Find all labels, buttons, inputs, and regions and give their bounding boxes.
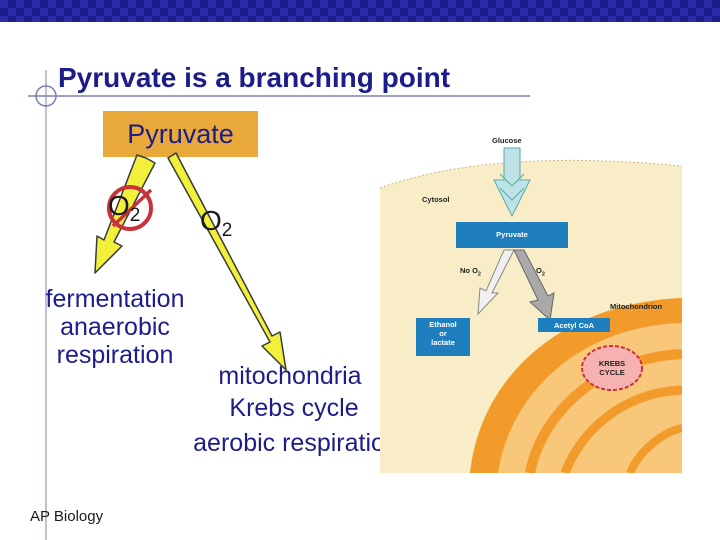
anaerobic-label: anaerobic: [60, 313, 170, 341]
figure-krebs-cycle: KREBS CYCLE: [598, 359, 626, 377]
aerobic-arrow: [167, 152, 287, 371]
figure-o2-label: O2: [536, 266, 545, 278]
oxygen-crossed-label: O2: [108, 190, 141, 226]
footer-label: AP Biology: [30, 508, 104, 525]
krebs-cycle-label: Krebs cycle: [229, 394, 359, 422]
checker-pattern: [0, 0, 720, 22]
no-oxygen-prohibit-icon: [107, 185, 153, 231]
figure-cytosol-label: Cytosol: [422, 195, 450, 204]
page-title: Pyruvate is a branching point: [58, 62, 451, 93]
figure-no-o2-label: No O2: [460, 266, 481, 278]
figure-ethanol-box: Ethanol or lactate: [429, 320, 457, 347]
figure-mitochondrion-label: Mitochondrion: [610, 302, 663, 311]
pyruvate-box: Pyruvate: [103, 111, 258, 157]
figure-glucose-label: Glucose: [492, 136, 522, 145]
figure-artwork: [380, 147, 682, 473]
fermentation-label: fermentation: [45, 285, 185, 313]
mitochondria-label: mitochondria: [218, 362, 362, 390]
respiration-label: respiration: [56, 341, 174, 369]
cell-respiration-figure: Glucose Cytosol Pyruvate No O2 O2 Mitoch…: [380, 128, 682, 473]
figure-pyruvate-box: Pyruvate: [496, 230, 528, 239]
figure-acetyl-coa-box: Acetyl CoA: [553, 321, 594, 330]
top-checker-bar: [0, 0, 720, 22]
oxygen-label: O2: [200, 205, 233, 241]
aerobic-respiration-label: aerobic respiration: [193, 429, 399, 457]
